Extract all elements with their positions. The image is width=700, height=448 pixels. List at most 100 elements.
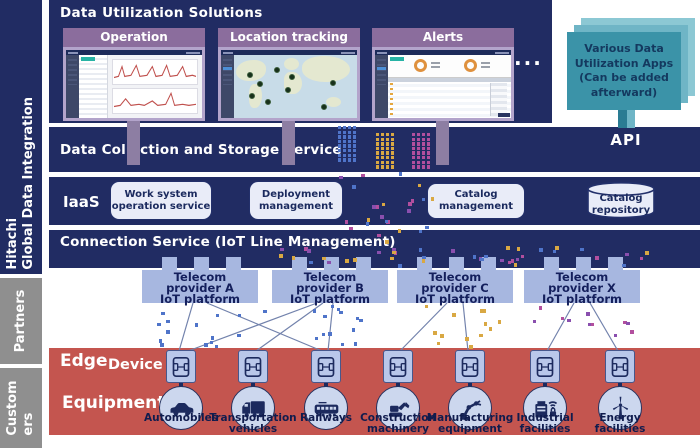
app-screenshot-frame (218, 47, 360, 121)
data-dot (645, 251, 649, 255)
platform-connector-tab (194, 257, 209, 271)
map-landmass (249, 84, 262, 108)
map-marker (274, 67, 280, 73)
line-chart (112, 88, 198, 114)
data-dot (538, 306, 543, 311)
data-dot (381, 146, 385, 151)
status-chip (390, 57, 404, 61)
data-dot (506, 246, 511, 250)
data-dot (567, 318, 571, 323)
line-chart (112, 59, 198, 85)
data-dot (365, 222, 370, 226)
data-dot (381, 165, 385, 169)
data-dot (376, 165, 380, 169)
data-dot (430, 197, 435, 201)
label-line: IoT platform (289, 292, 371, 306)
status-chip (81, 57, 95, 61)
data-dot (386, 137, 390, 141)
map-landmass (302, 56, 350, 82)
data-dot (427, 156, 431, 160)
data-dot (194, 323, 199, 328)
data-dot (338, 135, 342, 139)
api-connector-stem-highlight (627, 110, 635, 128)
industrial-machine-icon (534, 400, 557, 417)
data-dot (340, 342, 345, 347)
map-landmass (326, 97, 341, 107)
data-dot (343, 153, 347, 157)
data-dot (412, 133, 416, 137)
app-titlebar (221, 50, 357, 55)
alerts-dashboard-screenshot (375, 50, 511, 118)
label-line: provider B (296, 281, 364, 295)
sim-device-icon (530, 350, 560, 383)
label-line: provider C (421, 281, 489, 295)
data-dot (376, 156, 380, 160)
equipment-circle (448, 386, 492, 430)
data-dot (348, 139, 352, 144)
data-dot (590, 322, 595, 327)
data-dot (515, 257, 520, 262)
donut-legend (481, 62, 490, 64)
data-dot (166, 319, 170, 324)
app-titlebar (66, 50, 202, 55)
sim-device-icon (605, 350, 635, 383)
data-dot (552, 249, 557, 254)
data-dot (386, 133, 390, 137)
data-dot (386, 142, 390, 146)
data-dot (349, 226, 353, 231)
equipment-circle (231, 386, 275, 430)
data-dot (422, 137, 426, 141)
data-dot (158, 339, 163, 343)
database-cylinder-icon (587, 181, 655, 219)
data-dot (351, 328, 356, 332)
app-screenshot-frame (372, 47, 514, 121)
data-dot (376, 146, 380, 151)
label-line: operation service (111, 200, 211, 212)
data-dot (355, 316, 360, 321)
map-tracking-screenshot (221, 50, 357, 118)
label-line: IoT platform (414, 292, 496, 306)
data-dot (353, 258, 357, 262)
data-dot (422, 133, 426, 137)
data-dot (417, 142, 421, 146)
data-dot (353, 158, 357, 162)
sim-device-icon (238, 350, 268, 383)
data-dot (472, 255, 477, 259)
label-line: vehicles (228, 423, 278, 435)
map-marker (285, 87, 291, 93)
data-dot (386, 156, 390, 160)
solution-panel-map: Location tracking (218, 28, 360, 165)
data-dot (353, 139, 357, 144)
data-dot (488, 327, 493, 331)
data-dot (392, 247, 396, 252)
data-dot (516, 247, 521, 251)
data-dot (312, 309, 317, 313)
selected-nav-item (223, 67, 232, 70)
connector-stem (282, 121, 295, 165)
monitoring-dashboard-screenshot (66, 50, 202, 118)
data-dot (338, 158, 342, 162)
data-dot (586, 311, 591, 316)
robot-arm-icon (459, 399, 481, 420)
data-dot (392, 250, 396, 255)
sim-device-icon (383, 350, 413, 383)
data-dot (588, 322, 592, 327)
data-dot (391, 160, 395, 164)
data-dot (483, 322, 488, 326)
data-dot (210, 336, 215, 340)
data-dot (343, 126, 347, 130)
data-dot (630, 330, 634, 334)
data-dot (579, 247, 584, 252)
data-dot (386, 165, 390, 169)
data-dot (344, 219, 349, 224)
label-line: IoT platform (541, 292, 623, 306)
data-dot (520, 254, 525, 259)
map-marker (249, 93, 255, 99)
